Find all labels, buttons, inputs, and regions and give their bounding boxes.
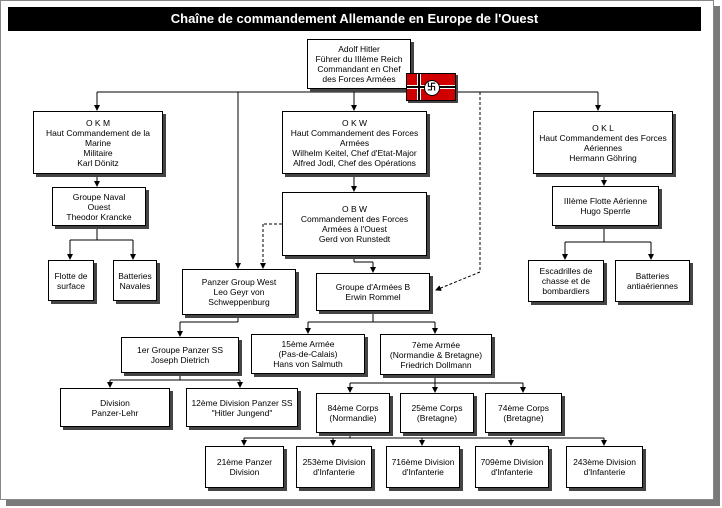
batteries-navales-box: Batteries Navales bbox=[113, 260, 157, 301]
groupe-naval-label: Groupe Naval Ouest Theodor Krancke bbox=[66, 191, 132, 222]
okl-label: O K L Haut Commandement des Forces Aérie… bbox=[539, 122, 667, 163]
hitler-box: Adolf Hitler Führer du IIIème Reich Comm… bbox=[307, 39, 411, 89]
groupe-panzer-ss-label: 1er Groupe Panzer SS Joseph Dietrich bbox=[137, 345, 223, 365]
corps-25-label: 25ème Corps (Bretagne) bbox=[411, 403, 463, 423]
corps-84-label: 84ème Corps (Normandie) bbox=[327, 403, 379, 423]
batteries-antiaeriennes-label: Batteries antiaériennes bbox=[626, 271, 679, 291]
batteries-antiaeriennes-box: Batteries antiaériennes bbox=[615, 260, 690, 302]
flotte-surface-label: Flotte de surface bbox=[54, 270, 88, 291]
flag-icon: 卐 bbox=[406, 73, 456, 101]
flotte-surface-box: Flotte de surface bbox=[48, 260, 94, 301]
div-243-label: 243ème Division d'Infanterie bbox=[573, 457, 636, 477]
armee-7-label: 7ème Armée (Normandie & Bretagne) Friedr… bbox=[389, 339, 483, 370]
obw-label: O B W Commandement des Forces Armées à l… bbox=[300, 204, 409, 244]
div-21-box: 21ème Panzer Division bbox=[205, 446, 284, 488]
div-716-box: 716ème Division d'Infanterie bbox=[386, 446, 460, 488]
flotte-aerienne-label: IIIème Flotte Aérienne Hugo Sperrle bbox=[563, 196, 648, 216]
okm-box: O K M Haut Commandement de la Marine Mil… bbox=[33, 111, 163, 174]
div-253-label: 253ème Division d'Infanterie bbox=[302, 457, 366, 477]
armee-15-label: 15ème Armée (Pas-de-Calais) Hans von Sal… bbox=[273, 339, 343, 369]
escadrilles-box: Escadrilles de chasse et de bombardiers bbox=[528, 260, 604, 302]
armee-7-box: 7ème Armée (Normandie & Bretagne) Friedr… bbox=[380, 334, 492, 375]
div-709-box: 709ème Division d'Infanterie bbox=[475, 446, 549, 488]
okm-label: O K M Haut Commandement de la Marine Mil… bbox=[46, 117, 150, 168]
groupe-armees-b-label: Groupe d'Armées B Erwin Rommel bbox=[335, 282, 411, 302]
hitler-jugend-box: 12ème Division Panzer SS "Hitler Jungend… bbox=[186, 388, 298, 427]
obw-box: O B W Commandement des Forces Armées à l… bbox=[282, 192, 427, 256]
groupe-panzer-ss-box: 1er Groupe Panzer SS Joseph Dietrich bbox=[121, 337, 239, 373]
page-title: Chaîne de commandement Allemande en Euro… bbox=[8, 7, 701, 31]
div-253-box: 253ème Division d'Infanterie bbox=[296, 446, 372, 488]
hitler-label: Adolf Hitler Führer du IIIème Reich Comm… bbox=[315, 44, 403, 84]
okw-label: O K W Haut Commandement des Forces Armée… bbox=[290, 117, 419, 168]
okw-box: O K W Haut Commandement des Forces Armée… bbox=[282, 111, 427, 174]
panzer-group-west-box: Panzer Group West Leo Geyr von Schweppen… bbox=[182, 269, 296, 315]
div-709-label: 709ème Division d'Infanterie bbox=[480, 457, 544, 477]
corps-25-box: 25ème Corps (Bretagne) bbox=[400, 393, 474, 433]
flotte-aerienne-box: IIIème Flotte Aérienne Hugo Sperrle bbox=[552, 186, 659, 226]
groupe-armees-b-box: Groupe d'Armées B Erwin Rommel bbox=[316, 273, 430, 311]
div-243-box: 243ème Division d'Infanterie bbox=[566, 446, 643, 488]
div-21-label: 21ème Panzer Division bbox=[216, 457, 273, 477]
hitler-jugend-label: 12ème Division Panzer SS "Hitler Jungend… bbox=[191, 397, 293, 418]
corps-74-label: 74ème Corps (Bretagne) bbox=[497, 403, 550, 423]
groupe-naval-box: Groupe Naval Ouest Theodor Krancke bbox=[52, 187, 146, 226]
panzer-group-west-label: Panzer Group West Leo Geyr von Schweppen… bbox=[201, 277, 277, 307]
escadrilles-label: Escadrilles de chasse et de bombardiers bbox=[539, 266, 593, 296]
armee-15-box: 15ème Armée (Pas-de-Calais) Hans von Sal… bbox=[251, 334, 365, 374]
batteries-navales-label: Batteries Navales bbox=[118, 270, 152, 291]
panzer-lehr-label: Division Panzer-Lehr bbox=[91, 397, 139, 418]
corps-74-box: 74ème Corps (Bretagne) bbox=[485, 393, 562, 433]
corps-84-box: 84ème Corps (Normandie) bbox=[316, 393, 390, 433]
div-716-label: 716ème Division d'Infanterie bbox=[391, 457, 455, 477]
okl-box: O K L Haut Commandement des Forces Aérie… bbox=[533, 111, 673, 174]
panzer-lehr-box: Division Panzer-Lehr bbox=[60, 388, 170, 427]
